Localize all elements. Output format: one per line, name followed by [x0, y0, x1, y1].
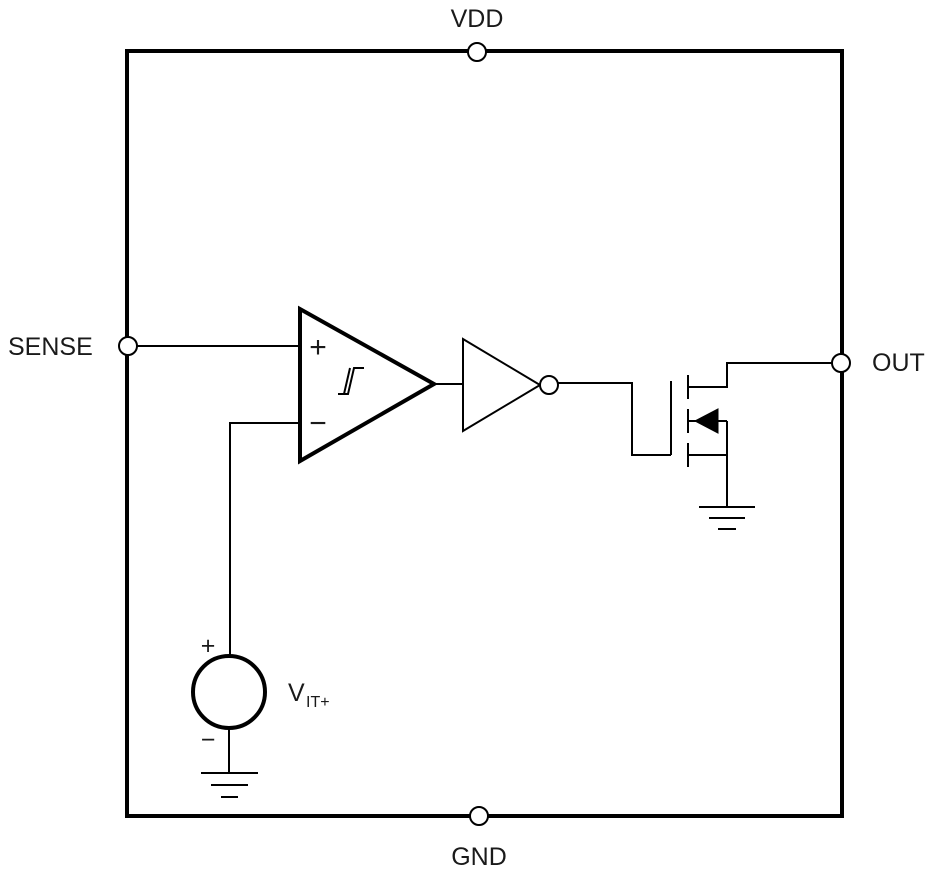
reference-wire: [229, 422, 300, 656]
package-outline: [125, 49, 844, 818]
sense-pin[interactable]: [118, 336, 138, 356]
source-minus: −: [201, 726, 216, 754]
hysteresis-icon: [338, 367, 364, 395]
drain-wire: [688, 362, 832, 388]
body-arrow-icon: [693, 408, 719, 434]
voltage-source: [191, 654, 267, 730]
sense-label: SENSE: [8, 333, 93, 361]
gnd-pin[interactable]: [469, 806, 489, 826]
comparator-minus: −: [309, 407, 327, 440]
vdd-label: VDD: [451, 5, 504, 33]
source-label-subscript: IT+: [306, 694, 330, 711]
gnd-label: GND: [451, 843, 507, 871]
ground-icon: [201, 772, 258, 798]
gate-wire: [558, 382, 671, 456]
out-label: OUT: [872, 349, 925, 377]
vdd-pin[interactable]: [467, 42, 487, 62]
source-plus: +: [201, 632, 216, 660]
ground-icon: [699, 506, 755, 530]
inverter-bubble: [539, 375, 559, 395]
out-pin[interactable]: [831, 353, 851, 373]
inverter: [462, 337, 542, 433]
comparator-plus: +: [309, 331, 327, 364]
source-label: V: [288, 679, 305, 707]
comparator: [298, 305, 439, 465]
